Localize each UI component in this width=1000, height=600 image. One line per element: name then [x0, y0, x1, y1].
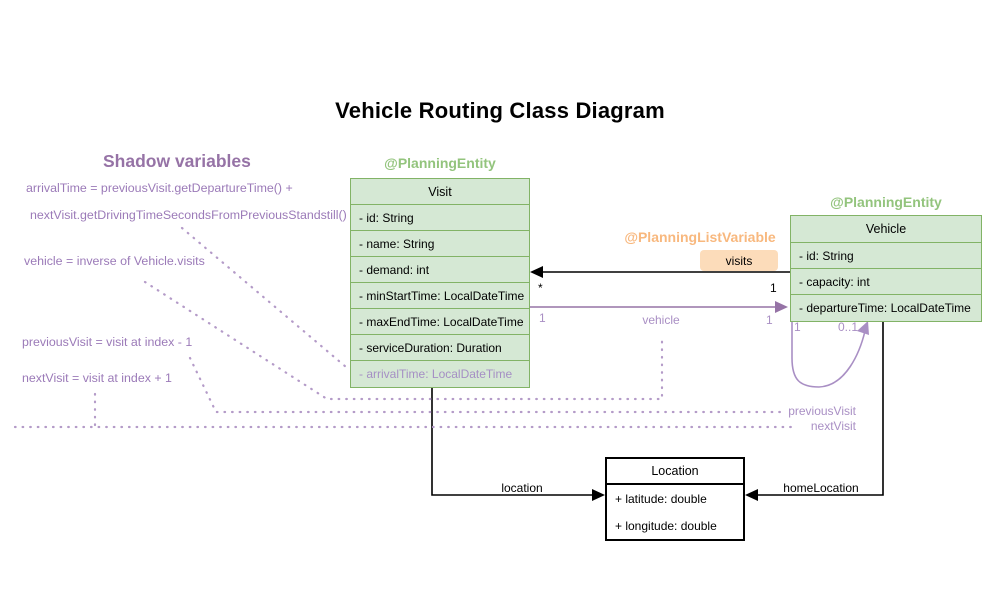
planning-list-variable-annotation: @PlanningListVariable — [624, 229, 776, 245]
visits-multiplicity-star: * — [538, 281, 543, 295]
shadow-formula-previousvisit: previousVisit = visit at index - 1 — [22, 335, 193, 349]
visit-attr-demand: - demand: int — [351, 257, 529, 283]
shadow-dotted-arrivaltime — [180, 226, 348, 369]
shadow-formula-vehicle: vehicle = inverse of Vehicle.visits — [24, 254, 205, 268]
location-attr-latitude: + latitude: double — [615, 491, 707, 506]
diagram-title: Vehicle Routing Class Diagram — [335, 98, 665, 123]
shadow-formula-nextvisit: nextVisit = visit at index + 1 — [22, 371, 172, 385]
vehicle-attr-capacity: - capacity: int — [791, 269, 981, 295]
self-loop-arrow-head — [857, 321, 869, 335]
visit-class-box: Visit - id: String - name: String - dema… — [350, 178, 530, 388]
location-class-name: Location — [607, 459, 743, 485]
location-association-label: location — [501, 481, 543, 495]
vehicle-class-name: Vehicle — [791, 216, 981, 243]
shadow-formula-arrivaltime-cont: nextVisit.getDrivingTimeSecondsFromPrevi… — [30, 208, 347, 222]
vehicle-attr-id: - id: String — [791, 243, 981, 269]
previous-visit-label: previousVisit — [788, 404, 856, 418]
visits-arrow-head — [530, 266, 543, 278]
visit-attr-arrivaltime-shadow: - arrivalTime: LocalDateTime — [359, 367, 513, 381]
visit-attr-maxendtime: - maxEndTime: LocalDateTime — [351, 309, 529, 335]
vehicle-association-label: vehicle — [642, 313, 680, 327]
self-loop-multiplicity-zero-one: 0..1 — [838, 320, 859, 334]
vehicle-multiplicity-one-left: 1 — [539, 311, 546, 325]
vehicle-multiplicity-one-right: 1 — [766, 313, 773, 327]
home-location-arrow-head — [745, 489, 758, 501]
visit-attr-serviceduration: - serviceDuration: Duration — [351, 335, 529, 361]
visit-class-name: Visit — [351, 179, 529, 205]
location-attr-longitude: + longitude: double — [615, 518, 717, 533]
location-class-box: Location + latitude: double + longitude:… — [605, 457, 745, 541]
visit-attr-minstarttime: - minStartTime: LocalDateTime — [351, 283, 529, 309]
vehicle-arrow-head — [775, 301, 788, 313]
shadow-variables-heading: Shadow variables — [103, 151, 251, 171]
location-connector-line — [431, 386, 594, 496]
location-arrow-head — [592, 489, 605, 501]
vehicle-attr-departuretime: - departureTime: LocalDateTime — [799, 301, 971, 315]
vehicle-class-box: Vehicle - id: String - capacity: int - d… — [790, 215, 982, 322]
visit-attr-name: - name: String — [351, 231, 529, 257]
visits-multiplicity-one: 1 — [770, 281, 777, 295]
self-loop-multiplicity-one: 1 — [794, 320, 801, 334]
visit-attr-id: - id: String — [351, 205, 529, 231]
shadow-formula-arrivaltime: arrivalTime = previousVisit.getDeparture… — [26, 181, 293, 195]
shadow-dotted-nextvisit — [13, 392, 799, 429]
next-visit-label: nextVisit — [810, 419, 856, 433]
visits-association-label: visits — [700, 250, 778, 271]
visit-planning-entity-annotation: @PlanningEntity — [384, 155, 496, 171]
vehicle-planning-entity-annotation: @PlanningEntity — [830, 194, 942, 210]
home-location-association-label: homeLocation — [783, 481, 859, 495]
